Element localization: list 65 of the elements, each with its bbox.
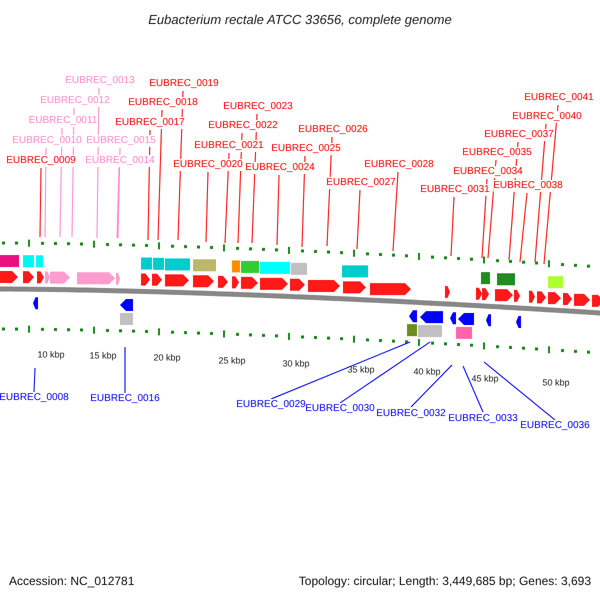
leader-line xyxy=(224,152,230,244)
leader-line xyxy=(116,168,120,238)
gene-label: EUBREC_0019 xyxy=(149,78,219,90)
gene-label: EUBREC_0016 xyxy=(90,393,160,405)
leader-line xyxy=(40,168,42,238)
gene-label: EUBREC_0015 xyxy=(86,135,156,147)
gene-label: EUBREC_0018 xyxy=(128,97,198,109)
gene-label: EUBREC_0032 xyxy=(376,408,446,420)
leader-line xyxy=(520,192,528,262)
scale-label: 40 kbp xyxy=(413,366,441,378)
leader-line xyxy=(124,346,126,394)
gene-label: EUBREC_0017 xyxy=(115,117,185,129)
leader-line xyxy=(118,148,120,238)
leader-line xyxy=(484,362,556,420)
gene-label: EUBREC_0029 xyxy=(236,399,306,411)
leader-line xyxy=(34,368,36,392)
gene-label: EUBREC_0040 xyxy=(512,111,582,123)
leader-line xyxy=(276,174,280,246)
leader-line xyxy=(340,342,430,404)
leader-line xyxy=(462,366,484,412)
title: Eubacterium rectale ATCC 33656, complete genome xyxy=(147,11,453,29)
scale-label: 15 kbp xyxy=(89,350,117,362)
genome-info-note: Topology: circular; Length: 3,449,685 bp; Genes: 3,693 xyxy=(298,574,591,588)
scale-label: 30 kbp xyxy=(282,358,310,370)
leader-line xyxy=(206,172,208,242)
scale-label: 45 kbp xyxy=(471,374,499,384)
gene-label: EUBREC_0013 xyxy=(65,75,135,87)
scale-label: 35 kbp xyxy=(347,364,375,376)
leader-line xyxy=(158,110,162,240)
gene-label: EUBREC_0035 xyxy=(462,147,532,159)
leader-line xyxy=(356,190,360,250)
scale-label: 20 kbp xyxy=(153,352,181,364)
leader-line xyxy=(450,196,454,256)
gene-label: EUBREC_0041 xyxy=(524,92,594,104)
gene-label: EUBREC_0021 xyxy=(194,140,264,152)
gene-label: EUBREC_0008 xyxy=(0,392,69,404)
leader-line xyxy=(270,342,410,400)
scale-label: 25 kbp xyxy=(218,356,246,366)
leader-line xyxy=(44,148,46,238)
gene-label: EUBREC_0034 xyxy=(453,166,523,178)
gene-label: EUBREC_0024 xyxy=(245,162,315,174)
gene-label: EUBREC_0031 xyxy=(420,184,490,196)
gene-label: EUBREC_0038 xyxy=(493,180,563,192)
gene-label: EUBREC_0011 xyxy=(28,115,98,127)
gene-label: EUBREC_0030 xyxy=(305,403,375,415)
gene-label: EUBREC_0023 xyxy=(223,101,293,113)
gene-label: EUBREC_0020 xyxy=(173,159,243,171)
leader-line xyxy=(392,172,398,252)
gene-label: EUBREC_0037 xyxy=(484,129,554,141)
gene-label: EUBREC_0027 xyxy=(326,177,396,189)
scale-label: 10 kbp xyxy=(37,350,65,360)
gene-label: EUBREC_0012 xyxy=(40,95,110,107)
gene-label: EUBREC_0028 xyxy=(364,159,434,171)
gene-label: EUBREC_0014 xyxy=(85,155,155,167)
scale-label: 50 kbp xyxy=(542,378,570,388)
gene-label: EUBREC_0010 xyxy=(12,135,82,147)
accession-note: Accession: NC_012781 xyxy=(9,574,134,588)
gene-label: EUBREC_0036 xyxy=(520,420,590,432)
leader-line xyxy=(302,156,306,248)
gene-label: EUBREC_0025 xyxy=(271,143,341,155)
gene-label: EUBREC_0009 xyxy=(6,155,76,167)
gene-label: EUBREC_0022 xyxy=(208,120,278,132)
gene-label: EUBREC_0033 xyxy=(448,413,518,425)
leader-line xyxy=(410,364,452,408)
gene-label: EUBREC_0026 xyxy=(298,124,368,136)
